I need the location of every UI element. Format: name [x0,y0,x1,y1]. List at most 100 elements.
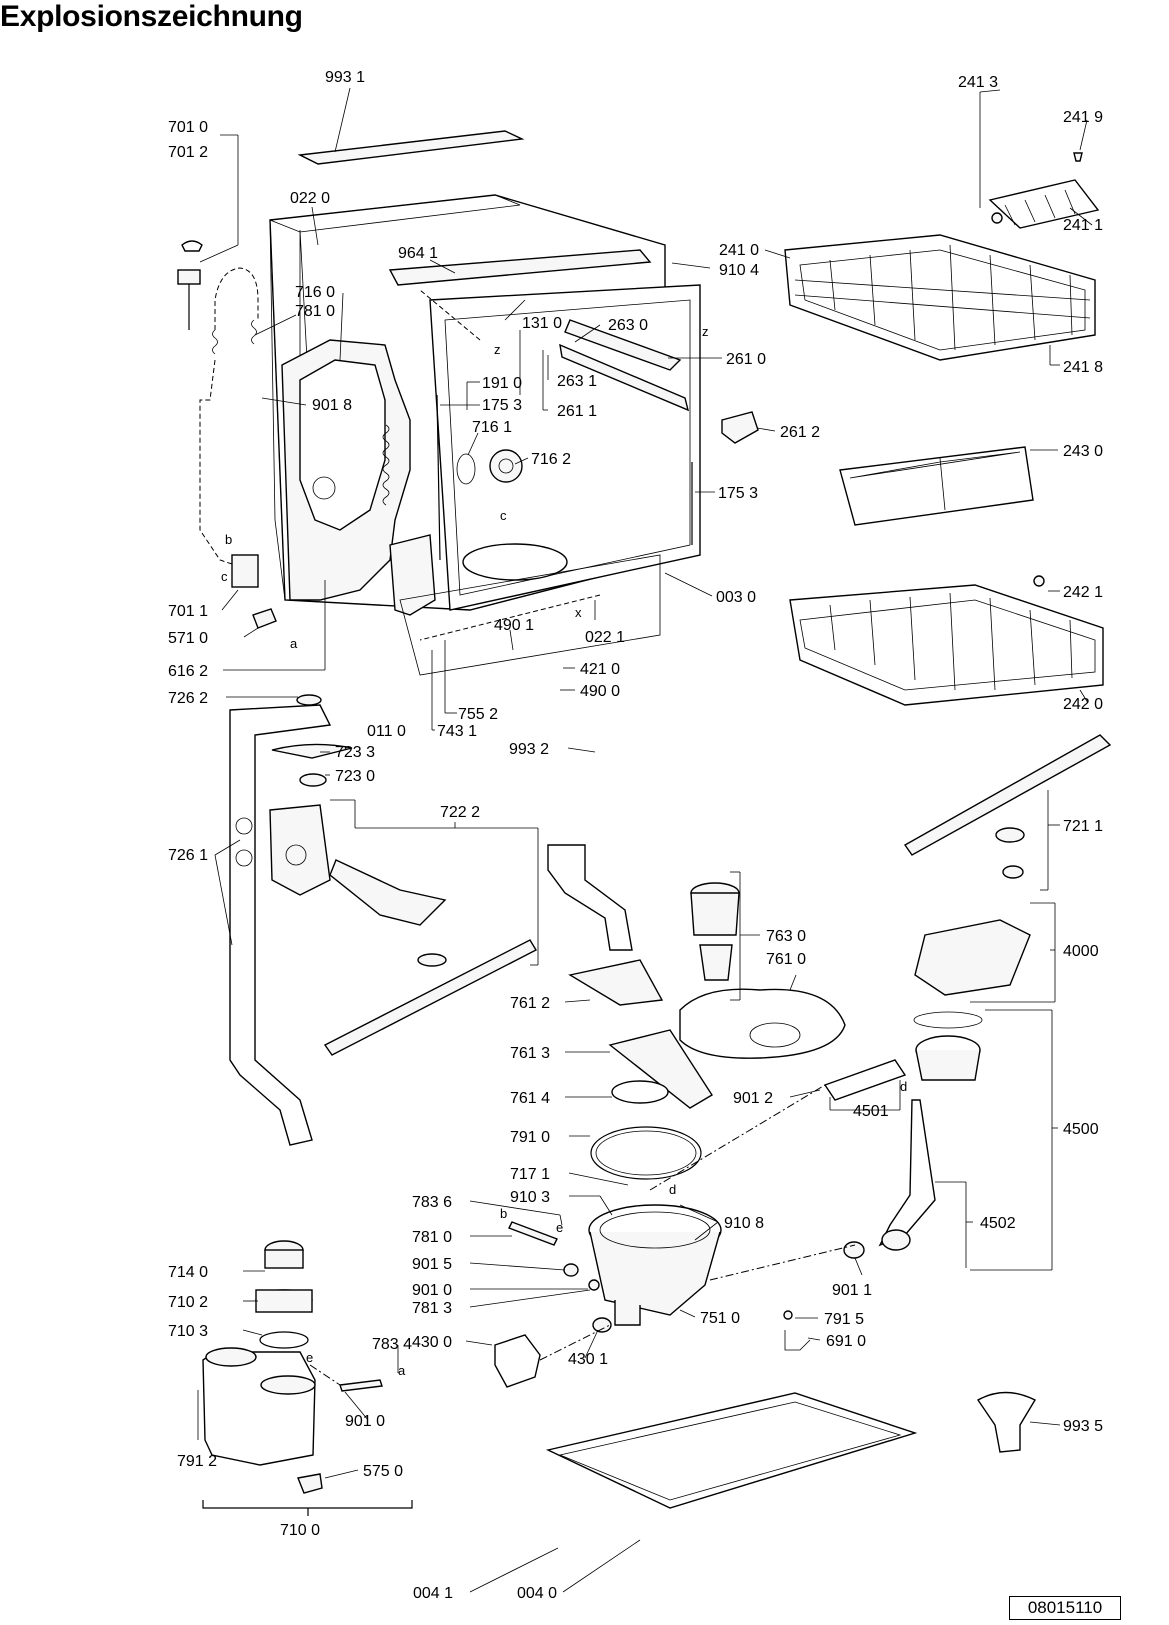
label-783-4: 783 4 [372,1336,412,1353]
ref-letter-e-2: e [306,1350,313,1365]
label-175-3-b: 175 3 [718,485,758,502]
label-022-1: 022 1 [585,629,625,646]
bracket-part [721,411,759,444]
label-751-0: 751 0 [700,1310,740,1327]
middle-spray-arm-part [323,939,537,1056]
document-number: 08015110 [1009,1596,1121,1620]
top-frame-part [388,249,652,286]
label-964-1: 964 1 [398,245,438,262]
label-714-0: 714 0 [168,1264,208,1281]
ref-letter-a-2: a [398,1363,406,1378]
spray-supply-pipe [229,694,332,1146]
connector-hose-part [823,1059,907,1101]
label-242-0: 242 0 [1063,696,1103,713]
label-710-0: 710 0 [280,1522,320,1539]
label-783-6: 783 6 [412,1194,452,1211]
hose-cap-part [181,240,203,252]
ref-letter-z-1: z [494,342,501,357]
label-003-0: 003 0 [716,589,756,606]
label-717-1: 717 1 [510,1166,550,1183]
label-4501: 4501 [853,1103,889,1120]
label-722-2: 722 2 [440,804,480,821]
inlet-hose-assembly [177,240,277,629]
label-761-2: 761 2 [510,995,550,1012]
label-241-9: 241 9 [1063,109,1103,126]
drain-hose-part [878,1099,936,1247]
label-242-1: 242 1 [1063,584,1103,601]
label-716-1: 716 1 [472,419,512,436]
ref-letter-c-1: c [500,508,507,523]
label-901-2: 901 2 [733,1090,773,1107]
label-191-0: 191 0 [482,375,522,392]
label-710-2: 710 2 [168,1294,208,1311]
label-910-3: 910 3 [510,1189,550,1206]
label-761-0: 761 0 [766,951,806,968]
flat-filter-part [679,988,846,1059]
o-ring-part [590,1126,702,1180]
valve-part [231,554,259,588]
label-993-2: 993 2 [509,741,549,758]
label-243-0: 243 0 [1063,443,1103,460]
label-131-0: 131 0 [522,315,562,332]
label-781-0: 781 0 [295,303,335,320]
supply-pipe-part [229,704,332,1146]
micro-filter-part [690,892,740,936]
base-tray-part [545,1392,918,1509]
label-716-2: 716 2 [531,451,571,468]
salt-funnel-part [976,1391,1036,1453]
label-421-0: 421 0 [580,661,620,678]
label-761-4: 761 4 [510,1090,550,1107]
label-263-0: 263 0 [608,317,648,334]
coarse-filter-part [699,944,733,981]
lower-spray-arm-part [568,959,664,1006]
label-781-3: 781 3 [412,1300,452,1317]
ref-letter-e-1: e [556,1220,563,1235]
label-241-1: 241 1 [1063,217,1103,234]
label-901-0-a: 901 0 [412,1282,452,1299]
label-791-0: 791 0 [510,1129,550,1146]
label-261-0: 261 0 [726,351,766,368]
ref-letter-d-2: d [669,1182,676,1197]
flange-part [489,449,523,483]
ref-letter-z-2: z [702,324,709,339]
label-701-2: 701 2 [168,144,208,161]
label-261-2: 261 2 [780,424,820,441]
part-labels: 993 1 701 0 701 2 022 0 964 1 716 0 781 … [168,69,1103,1602]
ref-letter-b-1: b [225,532,232,547]
pump-group [823,919,1031,1251]
label-571-0: 571 0 [168,630,208,647]
lower-basket-part [789,584,1104,706]
label-901-0-b: 901 0 [345,1413,385,1430]
label-701-0: 701 0 [168,119,208,136]
top-strip-part [297,130,525,165]
reference-lines [309,1084,856,1386]
label-575-0: 575 0 [363,1463,403,1480]
upper-basket [784,152,1100,361]
label-430-1: 430 1 [568,1351,608,1368]
sump-group [494,1204,865,1388]
label-241-0: 241 0 [719,242,759,259]
label-791-5: 791 5 [824,1311,864,1328]
rail-part [559,343,690,412]
cup-rack-part [988,179,1100,229]
label-791-2: 791 2 [177,1453,217,1470]
upper-spray-arm-group [269,743,537,1056]
water-softener-group [202,1240,413,1516]
tub-opening-part [429,284,701,611]
label-721-1: 721 1 [1063,818,1103,835]
pump-motor-part [914,919,1031,996]
right-spray-arm-group [903,734,1112,879]
ref-letter-b-2: b [500,1206,507,1221]
cutlery-basket-part [839,446,1034,526]
lower-pipe-part [547,844,633,951]
label-011-0: 011 0 [367,723,406,740]
seal-part [611,1080,669,1104]
label-263-1: 263 1 [557,373,597,390]
label-4000: 4000 [1063,943,1099,960]
leader-lines [197,87,1093,1593]
ref-letter-c-2: c [221,569,228,584]
tub-cabinet [269,130,759,676]
label-763-0: 763 0 [766,928,806,945]
label-910-8: 910 8 [724,1215,764,1232]
label-490-0: 490 0 [580,683,620,700]
